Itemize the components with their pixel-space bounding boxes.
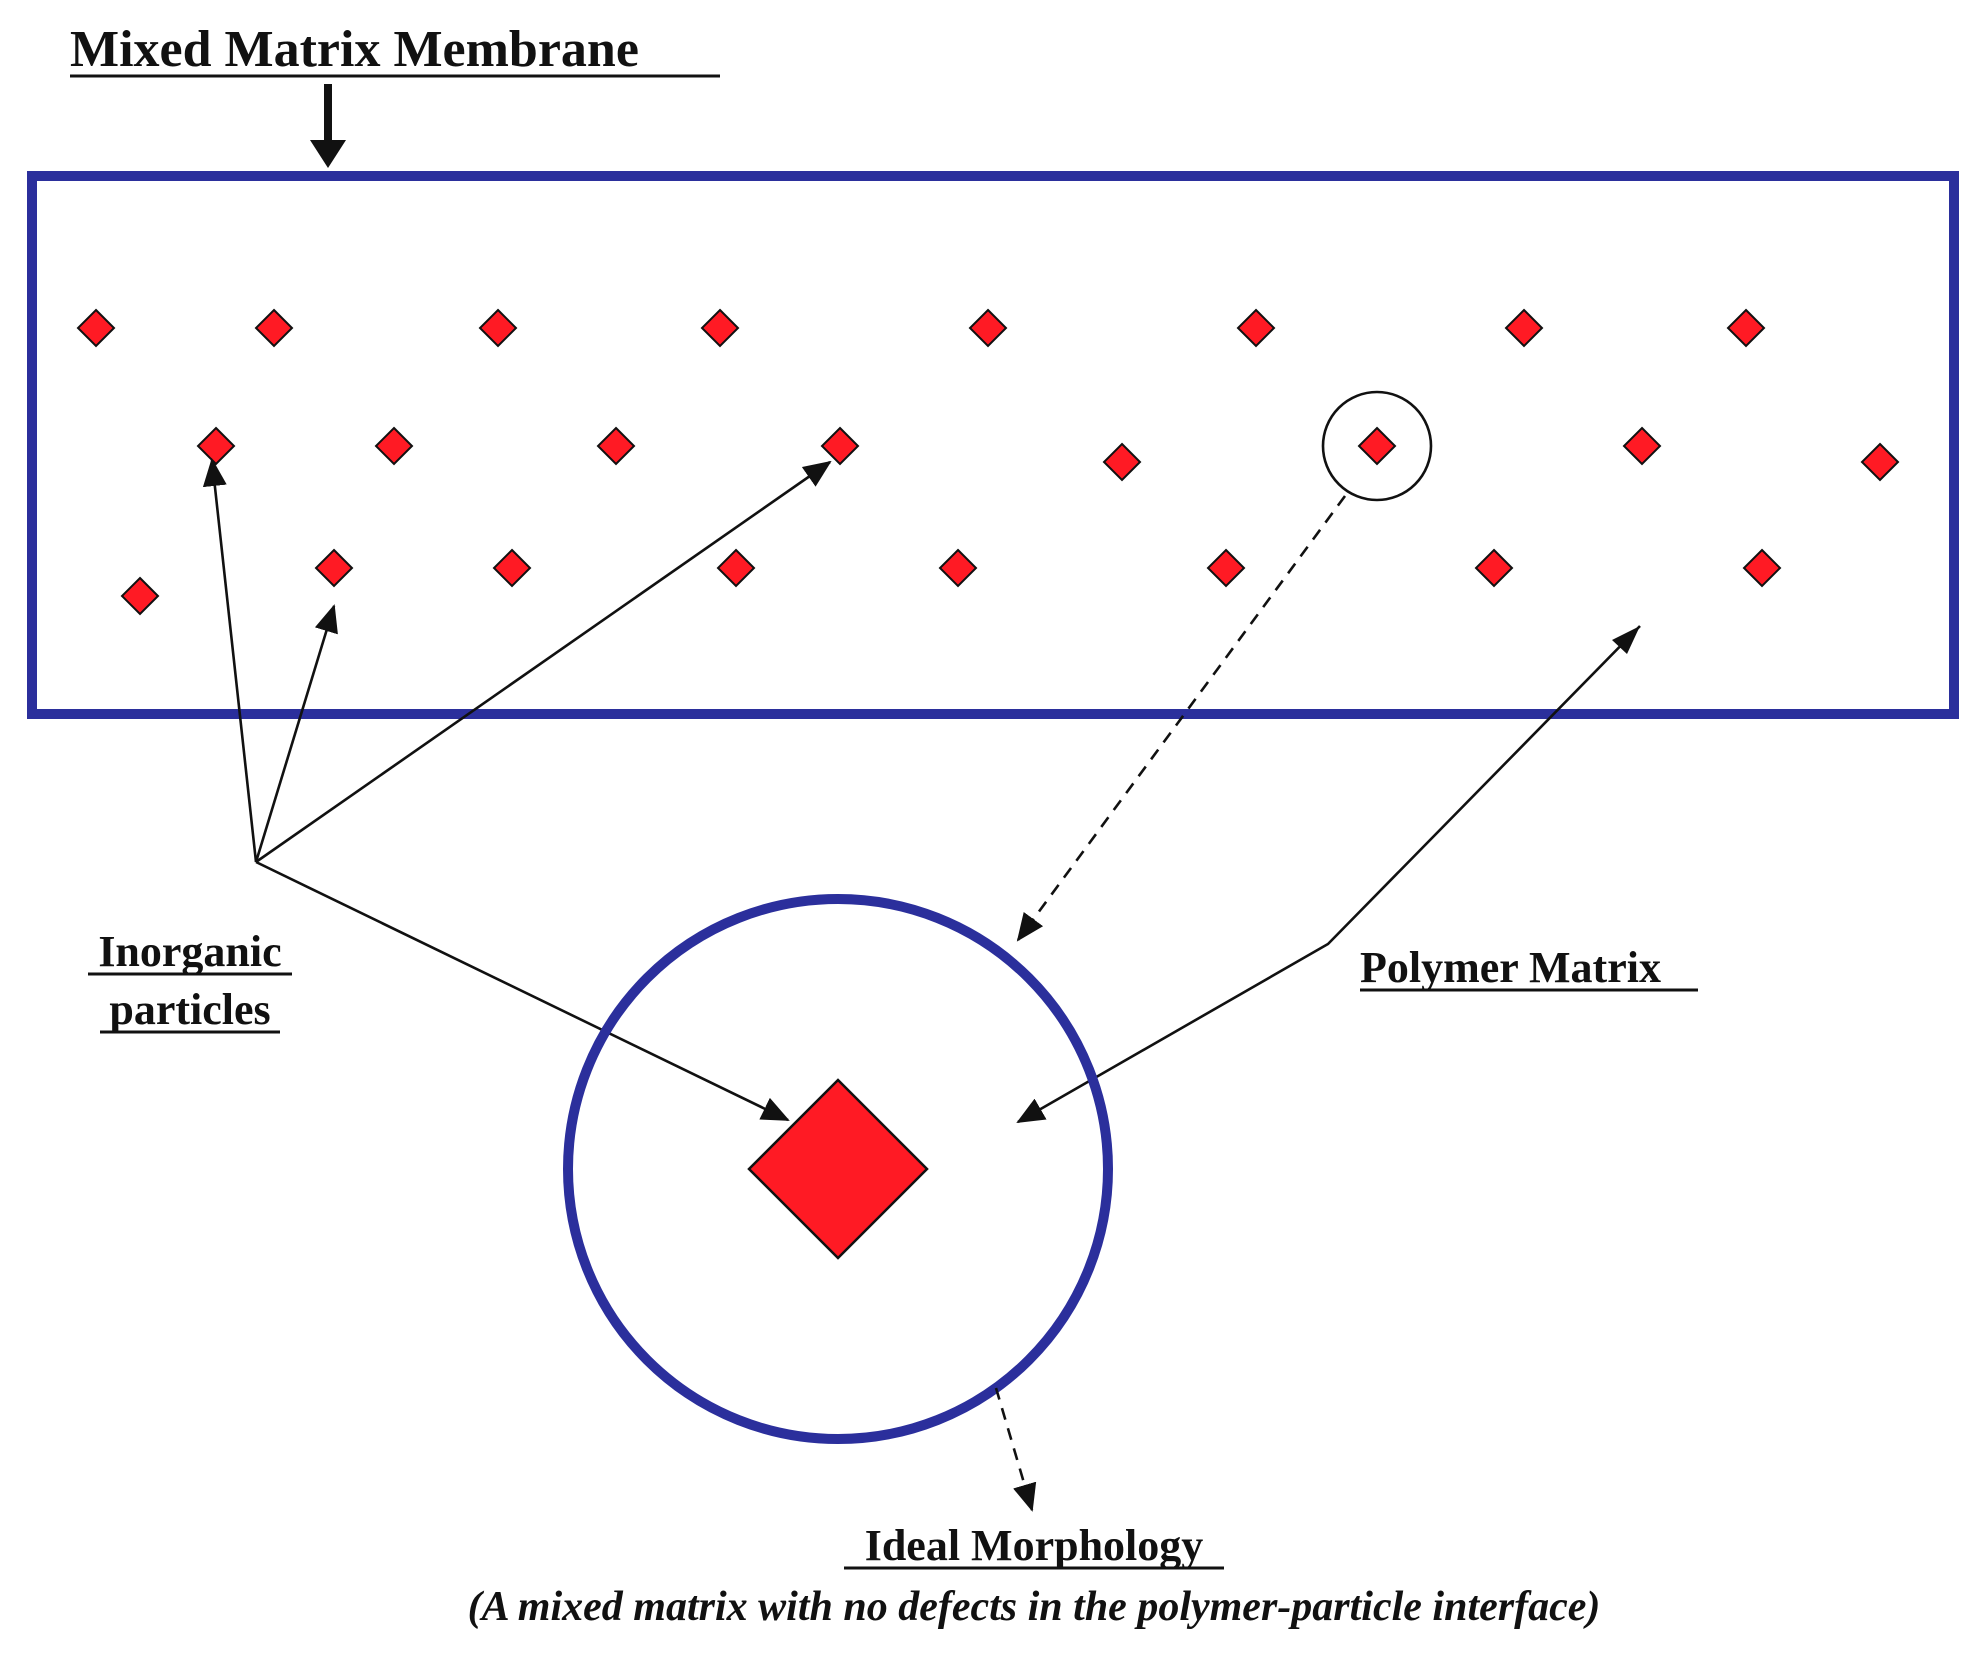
particle [1622,426,1662,466]
particle [1357,426,1397,466]
polymer-arrow-to-zoom [1016,625,1641,1124]
inorganic-arrow-1 [202,458,258,863]
particle [1726,308,1766,348]
particle [1236,308,1276,348]
polymer-arrowhead-top [1612,626,1640,654]
zoom-circle [563,894,1113,1444]
membrane-pointer-arrowhead [310,140,346,168]
particle [492,548,532,588]
particle [1102,442,1142,482]
membrane-rectangle [27,171,1959,719]
inorganic-label-line1: Inorganic [98,927,281,976]
morphology-dashed-arrow [994,1387,1037,1512]
highlight-circle [1321,390,1433,502]
morphology-label: Ideal Morphology [865,1521,1204,1570]
particle [1860,442,1900,482]
particle [968,308,1008,348]
particle [478,308,518,348]
polymer-label: Polymer Matrix [1360,943,1661,992]
particle [120,576,160,616]
particle [1504,308,1544,348]
particle [716,548,756,588]
particle [196,426,236,466]
particle [1206,548,1246,588]
particle [1474,548,1514,588]
particle [254,308,294,348]
inorganic-arrow-3 [255,460,832,864]
membrane-title: Mixed Matrix Membrane [70,21,639,78]
inorganic-label-line2: particles [109,985,270,1034]
inorganic-arrow-2 [254,604,338,863]
inorganic-particles-group [76,308,1900,616]
particle [1742,548,1782,588]
particle [938,548,978,588]
particle [76,308,116,348]
zoom-dashed-arrow [1016,495,1347,942]
particle [700,308,740,348]
particle [374,426,414,466]
large-particle [747,1078,929,1260]
inorganic-arrow-4 [255,860,790,1122]
morphology-caption: (A mixed matrix with no defects in the p… [468,1584,1601,1630]
particle [596,426,636,466]
particle [314,548,354,588]
particle [820,426,860,466]
